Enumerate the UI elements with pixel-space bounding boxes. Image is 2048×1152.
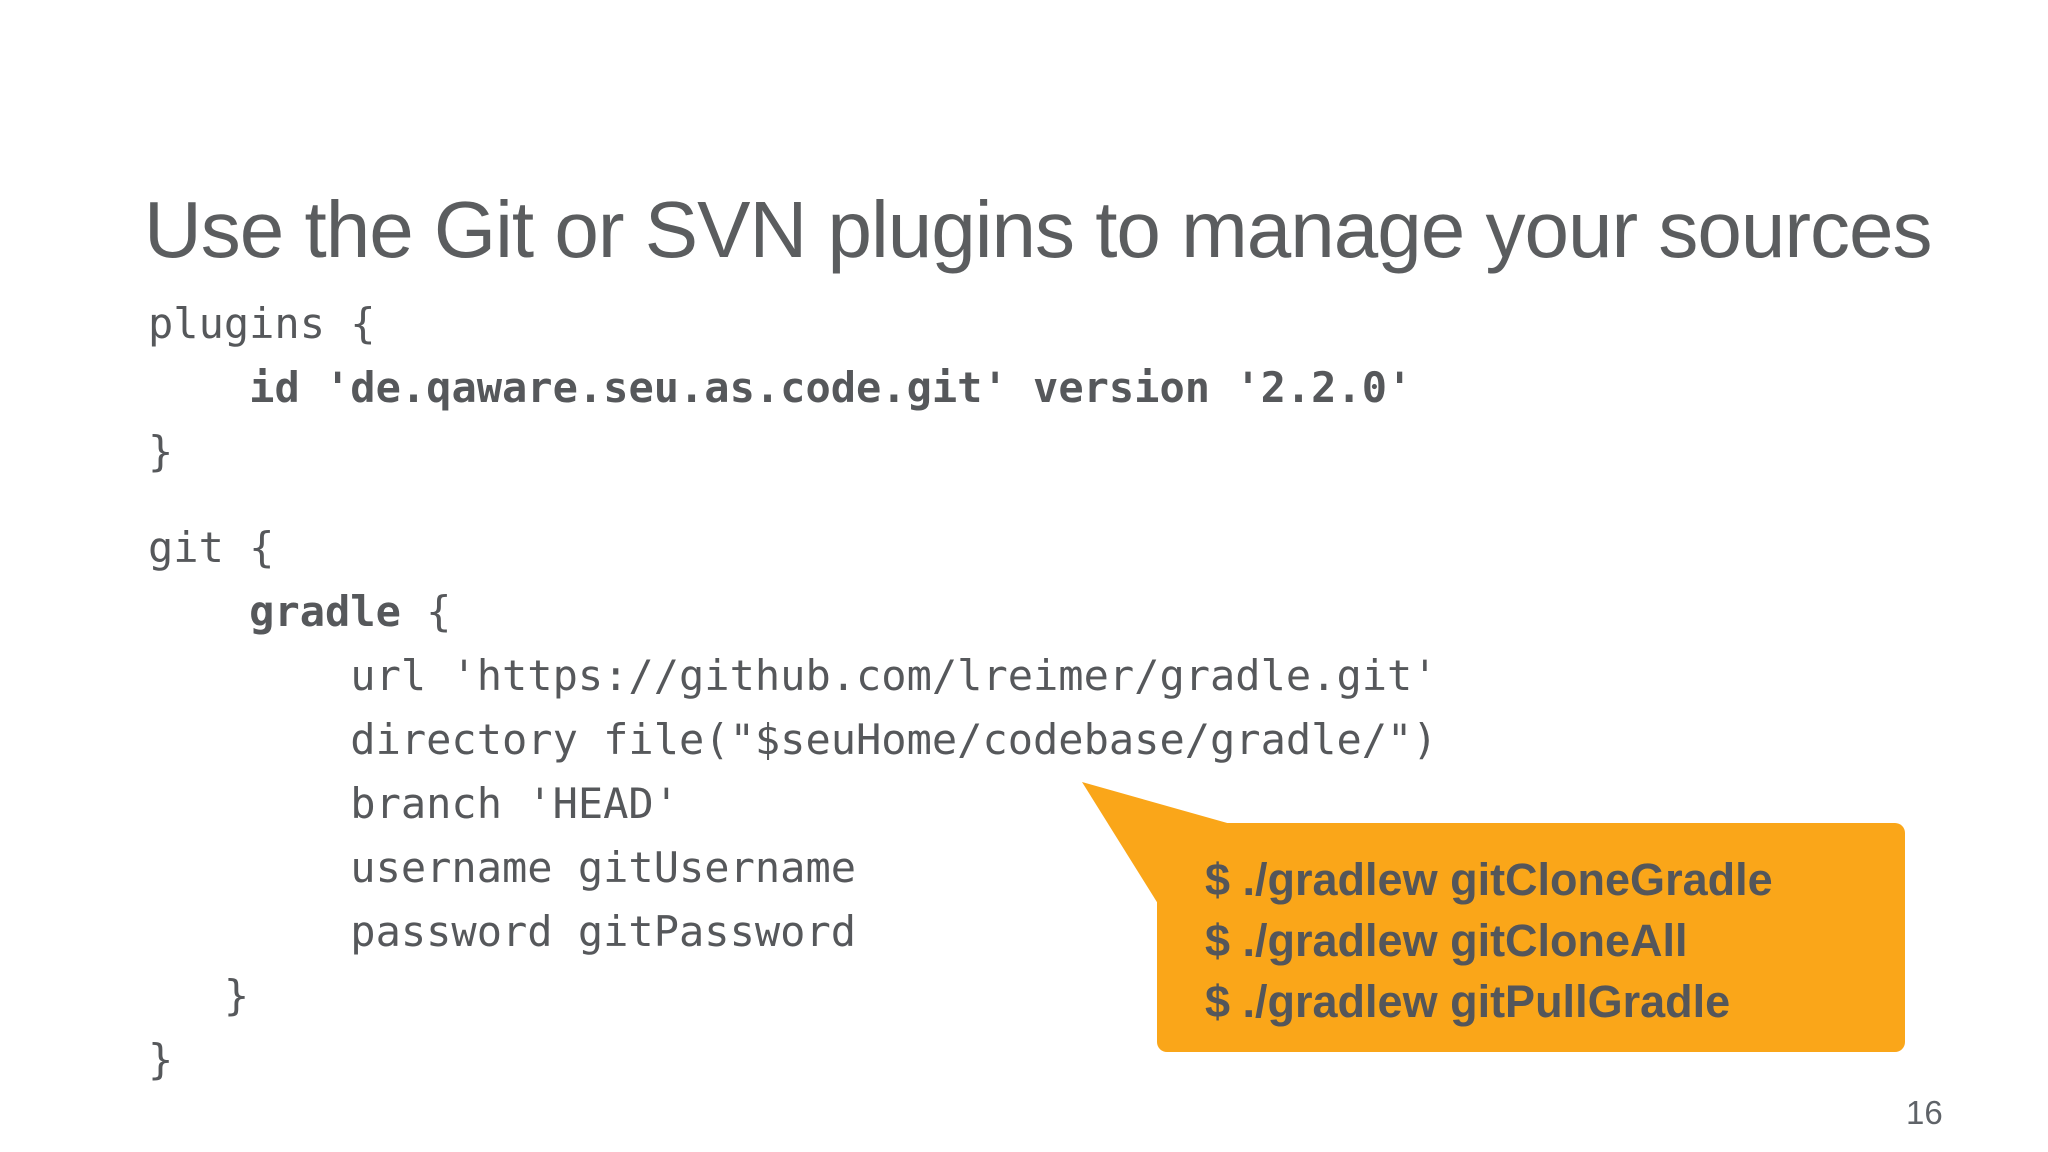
callout-commands-box: $ ./gradlew gitCloneGradle $ ./gradlew g… <box>1157 823 1905 1052</box>
code-line: username gitUsername <box>148 843 857 892</box>
code-line: branch 'HEAD' <box>148 779 680 828</box>
callout-command: $ ./gradlew gitPullGradle <box>1205 976 1731 1027</box>
code-line: } <box>148 427 174 476</box>
code-block-git: git { gradle { url 'https://github.com/l… <box>148 516 1438 1092</box>
code-line: id 'de.qaware.seu.as.code.git' version '… <box>249 363 1413 412</box>
code-block-plugins: plugins { id 'de.qaware.seu.as.code.git'… <box>148 292 1412 484</box>
slide-title: Use the Git or SVN plugins to manage you… <box>144 184 1932 274</box>
code-line: url 'https://github.com/lreimer/gradle.g… <box>148 651 1438 700</box>
code-line: plugins { <box>148 299 376 348</box>
code-line: gradle { <box>249 587 452 636</box>
page-number: 16 <box>1906 1094 1943 1131</box>
code-line: } <box>148 971 250 1020</box>
callout-command: $ ./gradlew gitCloneGradle <box>1205 854 1773 905</box>
callout-command: $ ./gradlew gitCloneAll <box>1205 915 1688 966</box>
code-line: } <box>148 1035 174 1084</box>
code-line: directory file("$seuHome/codebase/gradle… <box>148 715 1438 764</box>
code-line: password gitPassword <box>148 907 857 956</box>
code-line: git { <box>148 523 275 572</box>
